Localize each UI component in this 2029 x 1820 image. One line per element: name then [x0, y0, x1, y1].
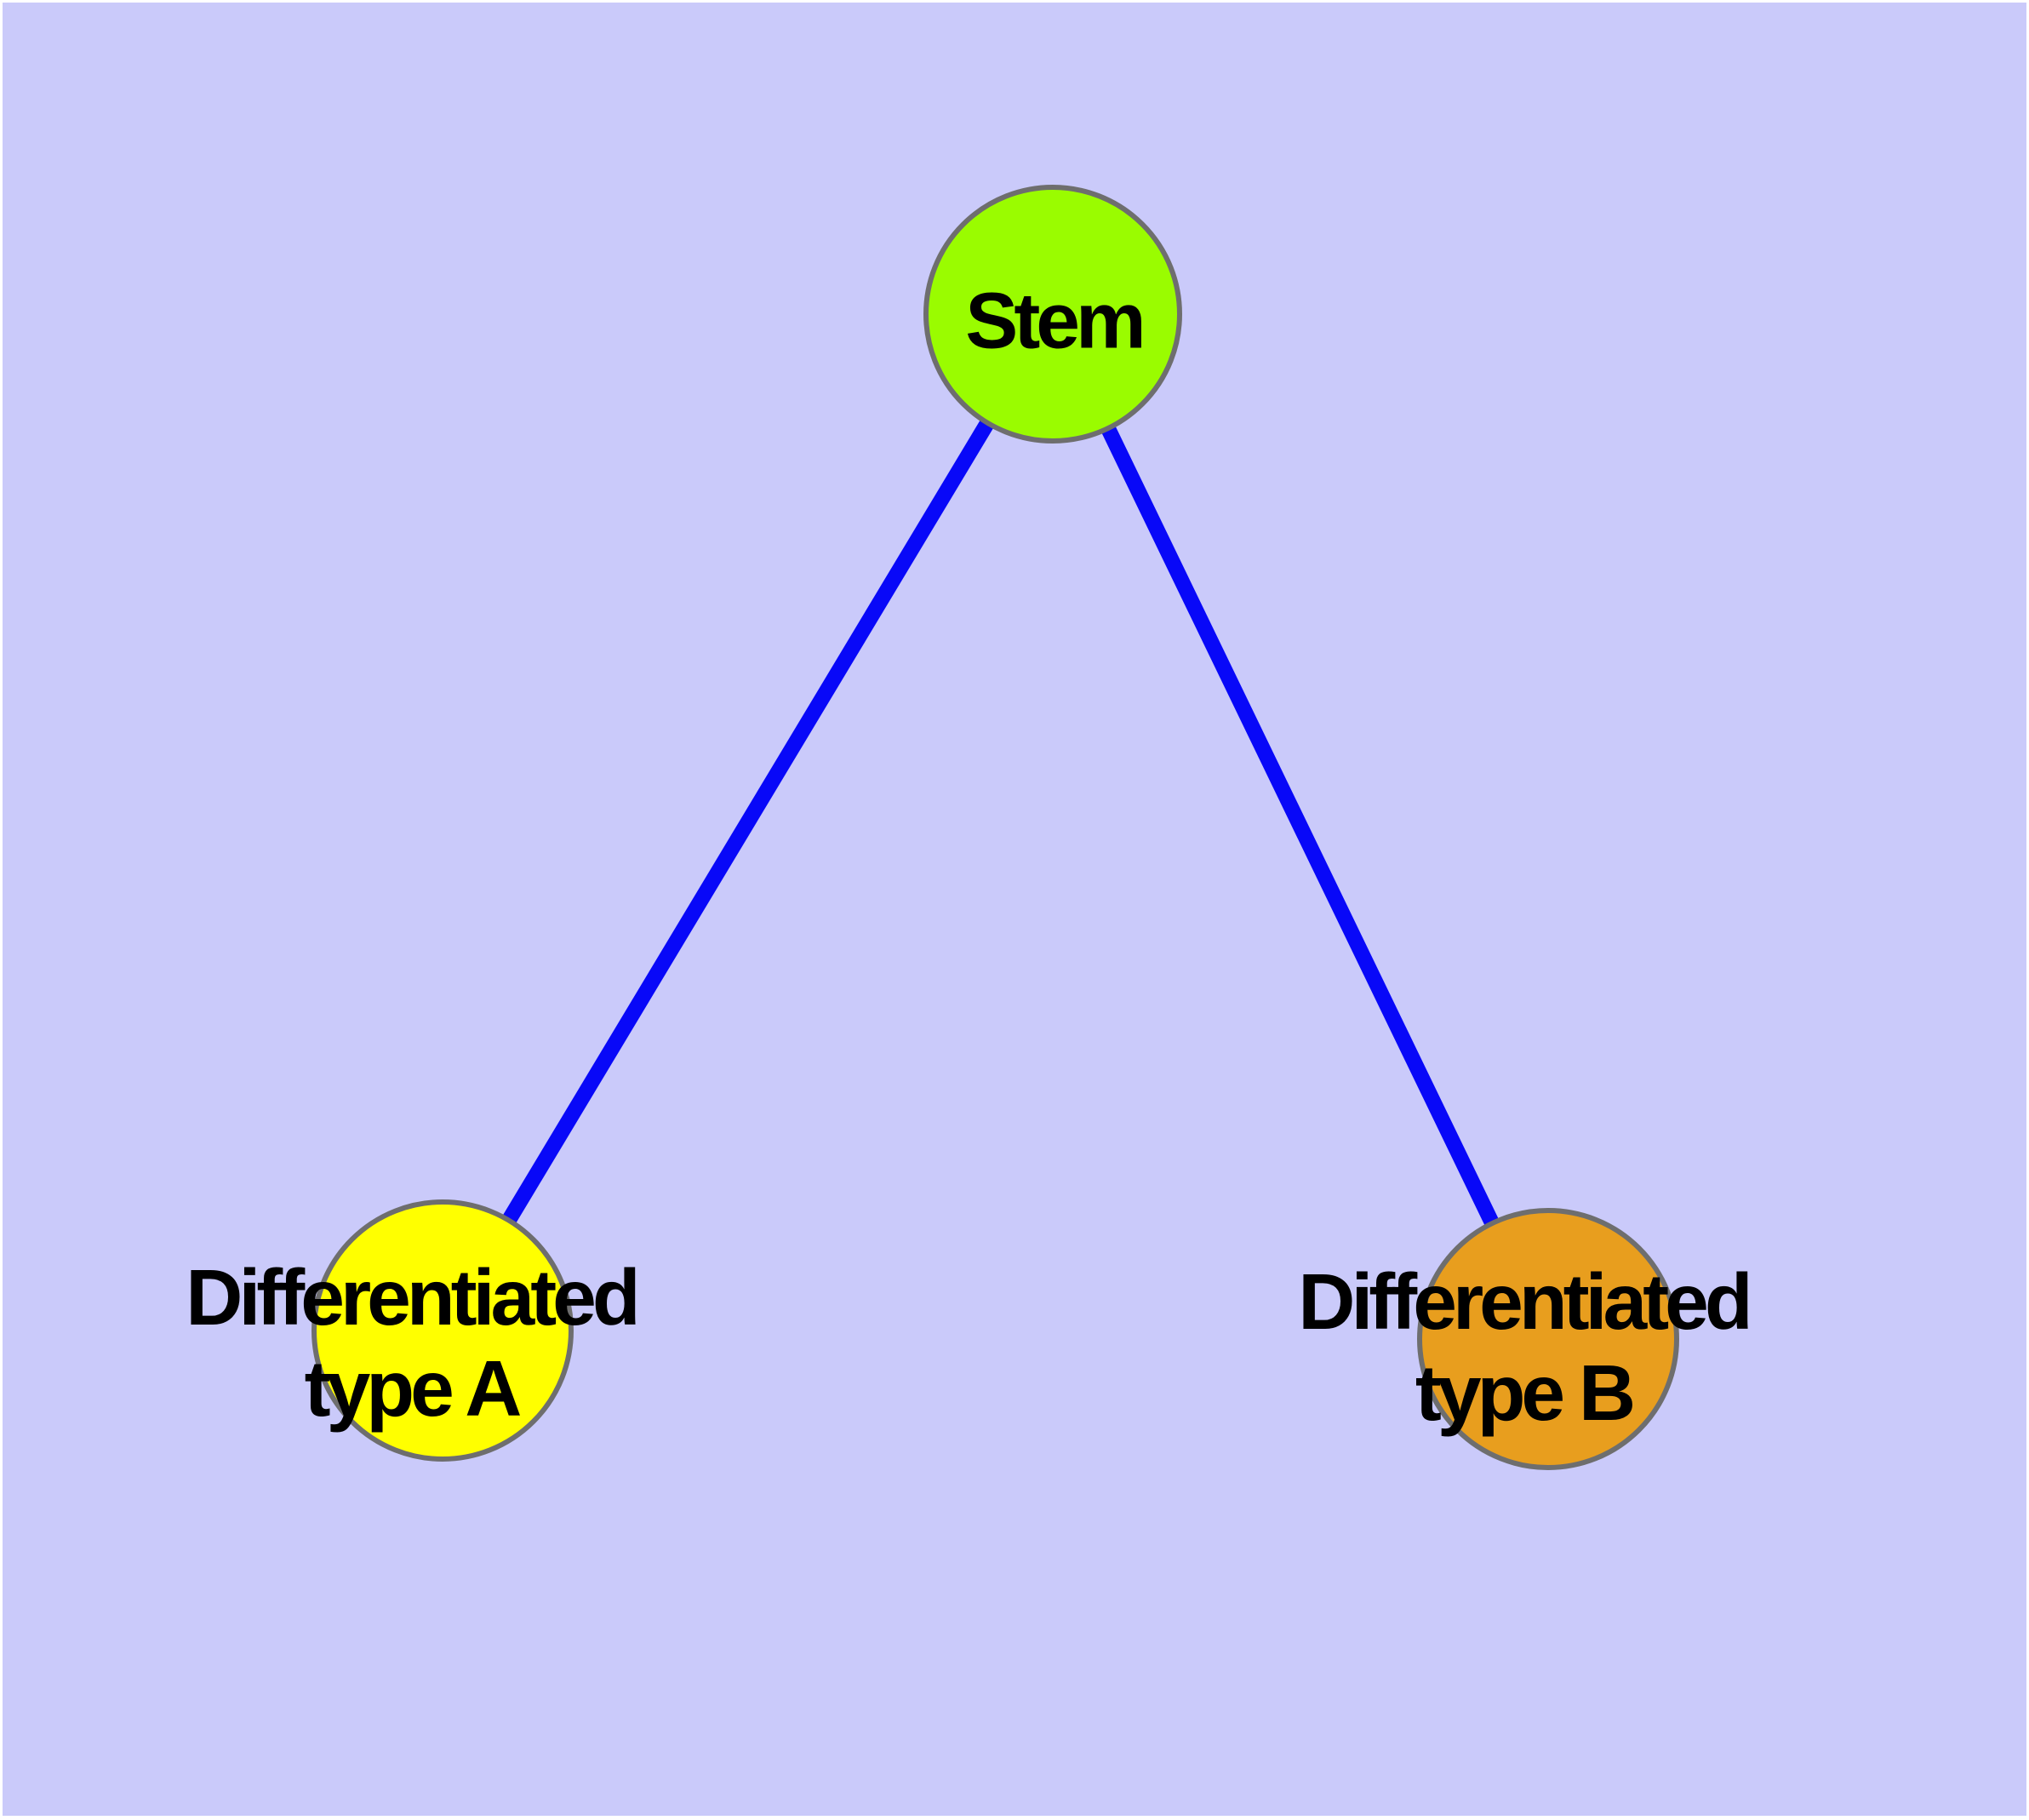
node-differentiated-type-a[interactable] [311, 1199, 574, 1462]
node-stem[interactable] [923, 185, 1182, 444]
edge-stem-to-type-b [1045, 311, 1556, 1342]
node-differentiated-type-b[interactable] [1417, 1208, 1679, 1470]
edge-stem-to-type-a [436, 310, 1060, 1335]
